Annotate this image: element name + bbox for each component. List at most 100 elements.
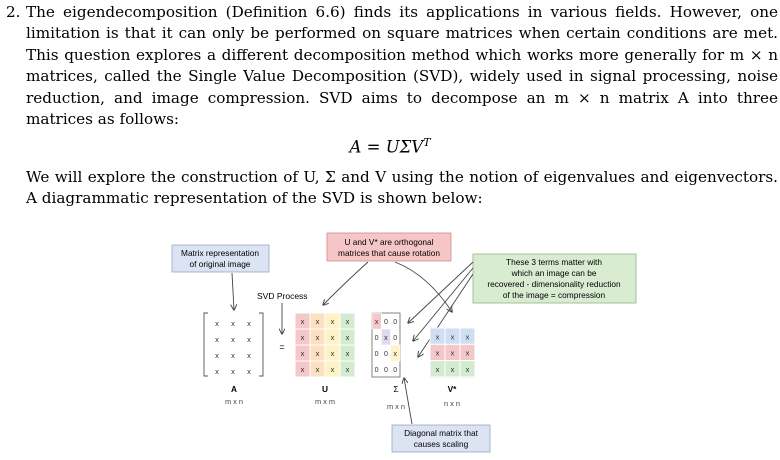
matrix-u-cell: x — [331, 349, 335, 358]
callout-terms-line-1: These 3 terms matter with — [506, 257, 602, 267]
matrix-a-cell: x — [247, 367, 251, 376]
callout-matrix-representation: Matrix representation of original image — [171, 244, 270, 273]
matrix-sigma-zero-cell: 0 — [384, 367, 388, 374]
matrix-v-cell: x — [451, 349, 455, 358]
matrix-sigma-diag-bg — [390, 344, 401, 362]
matrix-u-cell: x — [301, 317, 305, 326]
matrix-sigma-diag-cell: x — [375, 319, 379, 326]
matrix-sigma-zero-cell: 0 — [393, 335, 397, 342]
matrix-v-cell-bg — [459, 360, 476, 378]
matrix-a-cell: x — [215, 367, 219, 376]
equation-text: A = UΣV — [349, 137, 424, 157]
label-sigma: Σ — [393, 384, 398, 394]
callout-terms-line-4: of the image = compression — [503, 290, 606, 300]
matrix-sigma-diag-cell: x — [393, 351, 397, 358]
callout-orthogonal: U and V* are orthogonal matrices that ca… — [326, 232, 452, 262]
callout-terms-line-3: recovered - dimensionality reduction — [487, 279, 621, 289]
matrix-u-cell: x — [301, 365, 305, 374]
callout-diagonal-line-2: causes scaling — [414, 439, 469, 449]
question-paragraph-1: The eigendecomposition (Definition 6.6) … — [26, 2, 778, 130]
callout-orthogonal-line-1: U and V* are orthogonal — [344, 237, 433, 247]
matrix-a-cell: x — [215, 319, 219, 328]
callout-diagonal-line-1: Diagonal matrix that — [404, 428, 478, 438]
question-line-3: This question explores a different decom… — [26, 45, 778, 64]
matrix-v-cell: x — [451, 365, 455, 374]
matrix-sigma-zero-cell: 0 — [384, 351, 388, 358]
matrix-sigma-zero-cell: 0 — [375, 335, 379, 342]
callout-three-terms: These 3 terms matter with which an image… — [472, 253, 637, 304]
dim-v: n x n — [444, 399, 460, 408]
label-a: A — [231, 384, 237, 394]
arrow-terms-3 — [418, 273, 474, 357]
arrow-to-v — [394, 261, 452, 312]
arrow-matrix-rep — [232, 272, 234, 310]
question-number: 2. — [6, 3, 21, 21]
matrix-v-cell: x — [451, 332, 455, 341]
matrix-v-cell: x — [436, 332, 440, 341]
matrix-sigma-zero-cell: 0 — [393, 367, 397, 374]
matrix-sigma-zero-cell: 0 — [375, 351, 379, 358]
question-line-8: A diagrammatic representation of the SVD… — [26, 189, 483, 208]
matrix-a-cell: x — [231, 335, 235, 344]
matrix-sigma-diag-cell: x — [384, 335, 388, 342]
matrix-v-cell: x — [436, 365, 440, 374]
matrix-u-cell: x — [331, 317, 335, 326]
matrix-sigma-zero-cell: 0 — [384, 319, 388, 326]
callout-arrows — [232, 261, 474, 425]
arrow-terms-1 — [408, 261, 474, 323]
matrix-a-cell: x — [247, 335, 251, 344]
matrix-sigma-zero-cell: 0 — [393, 319, 397, 326]
matrix-u-cell: x — [331, 365, 335, 374]
matrix-u-cell: x — [346, 349, 350, 358]
matrix-u-cell: x — [316, 349, 320, 358]
callout-matrix-line-2: of original image — [190, 259, 251, 269]
matrix-u-cell: x — [316, 317, 320, 326]
arrow-terms-2 — [413, 267, 474, 341]
callout-orthogonal-line-2: matrices that cause rotation — [338, 248, 440, 258]
matrix-u-cell: x — [301, 349, 305, 358]
matrix-a-cell: x — [247, 319, 251, 328]
question-line-2: limitation is that it can only be perfor… — [26, 24, 778, 43]
callout-matrix-line-1: Matrix representation — [181, 248, 259, 258]
matrix-u-cell: x — [316, 333, 320, 342]
dim-a: m x n — [225, 397, 243, 406]
matrix-a-cell: x — [231, 351, 235, 360]
matrix-u-cell: x — [346, 317, 350, 326]
matrix-sigma-diag-bg — [380, 328, 391, 346]
callout-diagonal: Diagonal matrix that causes scaling — [391, 424, 491, 453]
question-line-6: matrices as follows: — [26, 110, 180, 129]
matrix-v-cell: x — [436, 349, 440, 358]
matrix-v-cell: x — [466, 332, 470, 341]
matrix-u-cell: x — [331, 333, 335, 342]
matrix-u-cell: x — [346, 333, 350, 342]
matrix-sigma-zero-cell: 0 — [375, 367, 379, 374]
question-line-7: We will explore the construction of U, Σ… — [26, 168, 778, 186]
matrix-a-cell: x — [231, 319, 235, 328]
dim-sigma: m x n — [387, 402, 405, 411]
question-line-1: The eigendecomposition (Definition 6.6) … — [26, 3, 778, 21]
svd-equation: A = UΣVT — [0, 136, 780, 157]
equals-sign: = — [279, 342, 284, 352]
question-paragraph-2: We will explore the construction of U, Σ… — [26, 167, 778, 210]
matrix-a-cell: x — [215, 335, 219, 344]
matrix-a-cell: x — [231, 367, 235, 376]
matrix-labels: A m x n U m x m Σ m x n V* n x n — [225, 384, 460, 411]
svd-process-label: SVD Process — [257, 291, 308, 301]
matrix-v-cell: x — [466, 365, 470, 374]
label-v: V* — [448, 384, 458, 394]
matrix-v-cell: x — [466, 349, 470, 358]
matrix-u-cell: x — [301, 333, 305, 342]
matrix-a-cell: x — [215, 351, 219, 360]
question-line-4: matrices, called the Single Value Decomp… — [26, 67, 778, 86]
matrix-a-brackets — [203, 312, 264, 377]
matrix-sigma-diag-bg — [371, 312, 382, 330]
